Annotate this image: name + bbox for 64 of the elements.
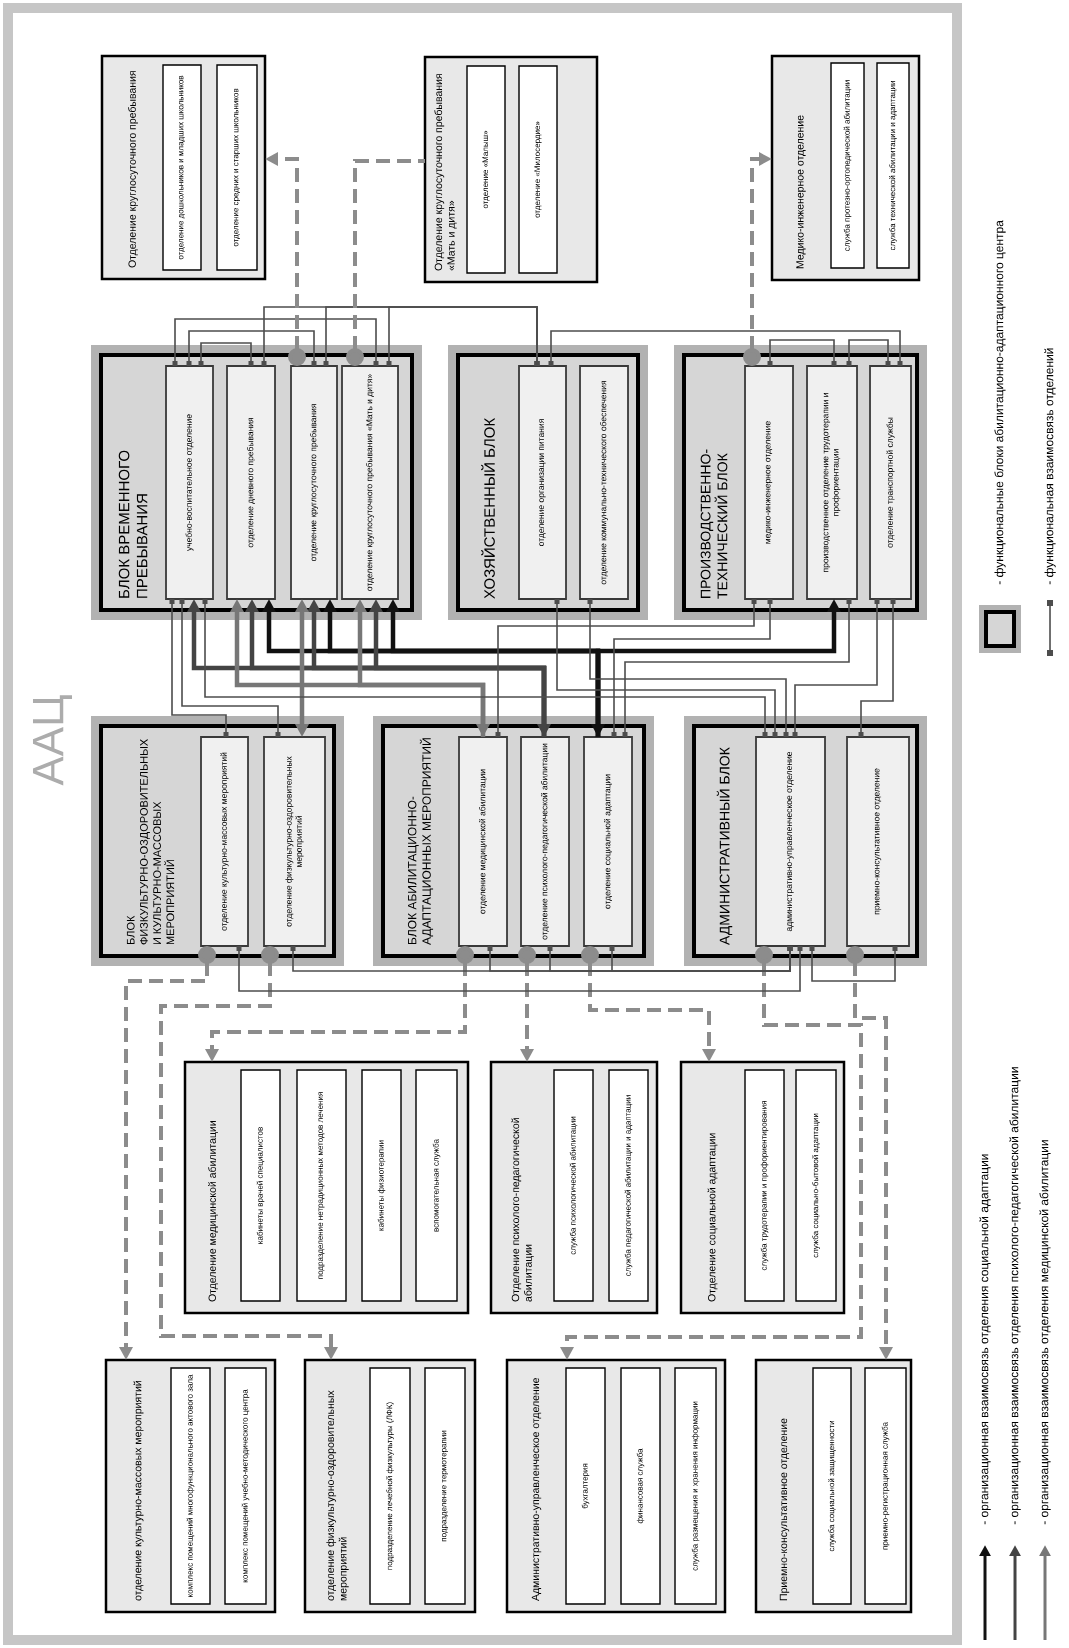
department-strip: отделение коммунально-технического обеспечения <box>579 365 629 600</box>
department-strip: медико-инженерное отделение <box>744 365 794 600</box>
legend-text: - организационная взаимосвязь отделения медицинской абилитации <box>1039 1140 1051 1525</box>
department-strip: отделение круглосуточного пребывания <box>290 365 338 600</box>
service-box: служба протезно-ортопедической абилитации <box>830 62 865 269</box>
connector-line <box>767 339 837 366</box>
department-strip: отделение транспортной службы <box>869 365 912 600</box>
service-box: служба размещения и хранения информации <box>674 1367 717 1605</box>
legend-text: - организационная взаимосвязь отделения социальной адаптации <box>979 1154 991 1525</box>
service-box: служба социально-бытовой адаптации <box>795 1069 837 1302</box>
department-strip: отделение социальной адаптации <box>583 736 633 947</box>
department-strip: административно-управленческое отделение <box>755 736 826 947</box>
connector-line <box>792 599 880 737</box>
service-box: комплекс помещений многофункционального актового зала <box>170 1367 211 1605</box>
legend-text: - функциональная взаимосвязь отделений <box>1044 348 1056 585</box>
department-strip: отделение медицинской абилитации <box>458 736 508 947</box>
service-box: служба психологической абилитации <box>553 1069 594 1302</box>
connector-line <box>386 306 540 366</box>
connector-line <box>587 599 789 737</box>
service-box: отделение дошкольников и младших школьников <box>162 64 202 271</box>
service-box: подразделение термотерапии <box>424 1367 466 1605</box>
dashed-arrow <box>346 159 425 366</box>
service-box: бухгалтерия <box>565 1367 606 1605</box>
department-strip: учебно-воспитательное отделение <box>165 365 214 600</box>
connector-line <box>554 599 778 737</box>
service-box: служба трудотерапии и профориентирования <box>744 1069 785 1302</box>
connector-line <box>186 330 317 366</box>
service-box: служба педагогической абилитации и адаптации <box>608 1069 649 1302</box>
department-strip: отделение культурно-массовых мероприятий <box>200 736 249 947</box>
connector-line <box>236 946 803 992</box>
department-strip: приемно-консультативное отделение <box>846 736 910 947</box>
department-strip: отделение дневного пребывания <box>226 365 276 600</box>
service-box: служба социальной защищенности <box>812 1367 852 1605</box>
service-box: подразделение нетрадиционных методов лечения <box>296 1069 347 1302</box>
service-box: отделение «Милосердие» <box>518 65 558 274</box>
connector-line <box>548 330 903 366</box>
department-strip: производственное отделение трудотерапии и профориентации <box>806 365 858 600</box>
connector-line <box>858 599 896 737</box>
connector-line <box>179 599 281 737</box>
department-strip: отделение физкультурно-оздоровительных мероприятий <box>263 736 326 947</box>
connector-line <box>609 946 793 972</box>
connector-line <box>169 599 229 737</box>
legend-text: - функциональные блоки абилитационно-адаптационного центра <box>994 220 1006 585</box>
connector-line <box>198 342 254 366</box>
service-box: служба технической абилитации и адаптации <box>876 62 910 269</box>
connector-line <box>172 318 379 366</box>
connector-line <box>809 946 898 982</box>
service-box: вспомогательная служба <box>415 1069 458 1302</box>
service-box: отделение «Малыш» <box>466 65 506 274</box>
service-box: кабинеты физиотерапии <box>361 1069 402 1302</box>
service-box: подразделение лечебной физкультуры (ЛФК) <box>369 1367 411 1605</box>
service-box: кабинеты врачей специалистов <box>240 1069 281 1302</box>
department-strip: отделение психолого-педагогической абилитации <box>520 736 570 947</box>
department-strip: отделение организации питания <box>518 365 567 600</box>
connector-line <box>495 599 757 737</box>
department-strip: отделение круглосуточного пребывания «Мать и дитя» <box>341 365 399 600</box>
legend-text: - организационная взаимосвязь отделения психолого-педагогической абилитации <box>1009 1067 1021 1525</box>
service-box: финансовая служба <box>620 1367 661 1605</box>
connector-line <box>202 599 768 737</box>
service-box: приемно-регистрационная служба <box>864 1367 907 1605</box>
service-box: отделение средних и старших школьников <box>216 64 258 271</box>
connector-line <box>846 339 891 366</box>
service-box: комплекс помещений учебно-методического центра <box>224 1367 267 1605</box>
connector-line <box>611 599 773 737</box>
